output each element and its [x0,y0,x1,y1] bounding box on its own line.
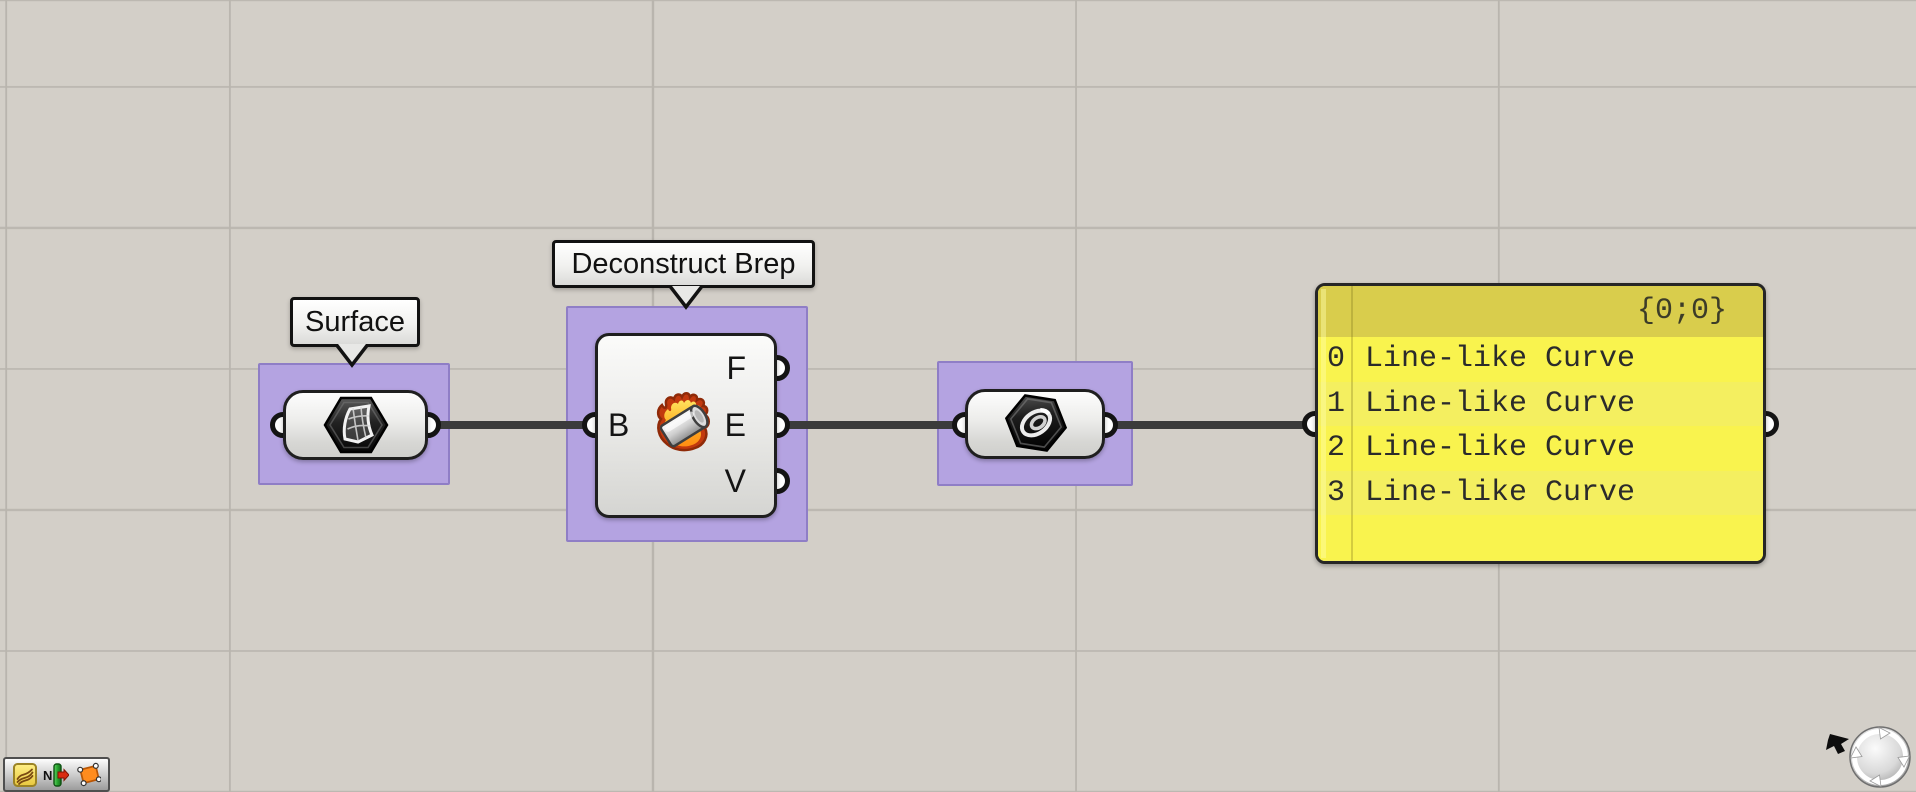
cursor-arrow-icon [1826,734,1849,754]
panel-component[interactable]: 0 Line-like Curve 1 Line-like Curve 2 Li… [1315,283,1766,564]
row-value: Line-like Curve [1365,475,1636,510]
wire-brep-to-curve[interactable] [777,421,970,429]
quad-points-icon [77,762,101,787]
panel-row-empty [1318,559,1763,561]
canvas-widget-toolbar: N [3,757,110,792]
row-index: 1 [1326,386,1345,421]
scribble-icon [13,762,37,787]
row-value: Line-like Curve [1365,342,1636,376]
wire-surface-to-brep[interactable] [428,421,600,429]
panel-edge-highlight [1321,289,1326,558]
row-value: Line-like Curve [1365,431,1636,465]
panel-row: 0 Line-like Curve [1318,337,1763,382]
sketch-widget-button[interactable] [13,762,37,788]
output-label-V: V [724,463,746,499]
region-widget-button[interactable] [75,762,101,788]
tooltip-deconstruct-label: Deconstruct Brep [571,248,796,280]
tooltip-deconstruct-brep: Deconstruct Brep [552,240,815,288]
surface-patch-icon [323,396,389,454]
curve-spiral-icon [1004,394,1068,452]
output-label-F: F [726,350,746,386]
deconstruct-brep-component[interactable] [595,333,777,518]
tooltip-pointer-icon [333,344,371,368]
navigation-ball-icon [1849,726,1911,788]
input-label-B: B [608,407,630,443]
panel-row: 1 Line-like Curve [1318,381,1763,426]
burning-brep-icon [656,392,710,452]
svg-text:N: N [43,768,52,783]
row-value: Line-like Curve [1365,386,1636,421]
row-index: 2 [1326,431,1345,465]
row-index: 3 [1326,475,1345,510]
panel-row: 2 Line-like Curve [1318,426,1763,471]
panel-header: {0;0} [1318,286,1763,337]
tooltip-surface-label: Surface [305,306,405,338]
navigation-ball[interactable] [1824,710,1916,792]
wire-curve-to-panel[interactable] [1105,421,1316,429]
panel-row-empty [1318,515,1763,560]
markup-widget-button[interactable]: N [43,762,69,788]
tooltip-surface: Surface [290,297,420,347]
panel-row: 3 Line-like Curve [1318,470,1763,515]
n-arrow-icon: N [43,762,69,787]
panel-index-divider [1351,286,1353,561]
row-index: 0 [1326,342,1345,376]
output-label-E: E [724,407,746,443]
tooltip-pointer-icon [667,286,705,310]
